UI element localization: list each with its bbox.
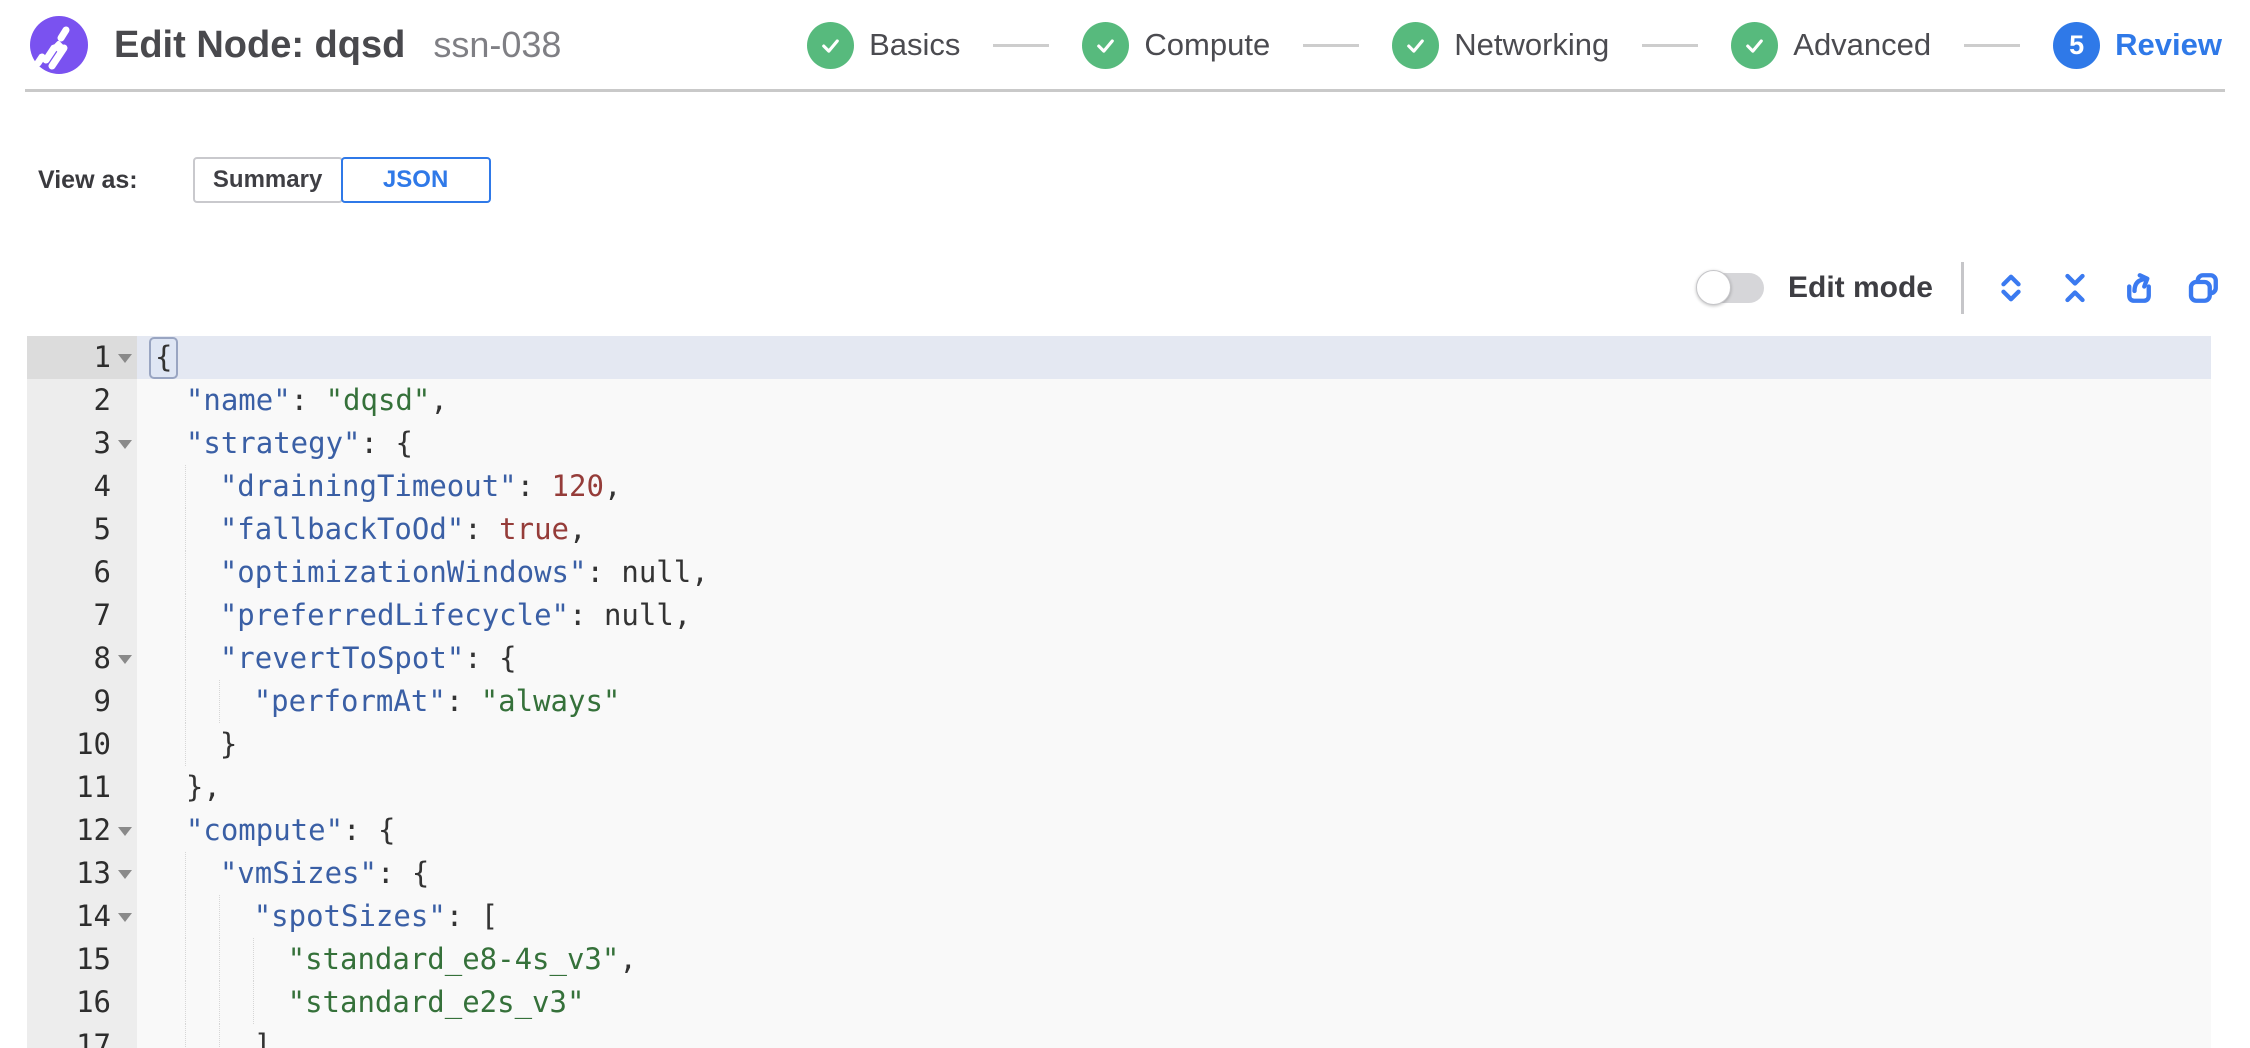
code-line[interactable]: "vmSizes": { (137, 852, 2211, 895)
fold-toggle-icon[interactable] (118, 827, 132, 836)
step-label: Compute (1144, 27, 1271, 62)
edit-mode-label: Edit mode (1787, 271, 1933, 304)
step-label: Advanced (1793, 27, 1932, 62)
editor-line: 10} (27, 723, 2211, 766)
step-number-badge: 5 (2053, 21, 2101, 69)
fold-toggle-icon[interactable] (118, 655, 132, 664)
step-connector (1964, 43, 2021, 47)
header-divider (25, 89, 2225, 92)
editor-line: 12 "compute": { (27, 809, 2211, 852)
step-connector (993, 43, 1050, 47)
code-line[interactable]: "strategy": { (185, 426, 413, 460)
editor-line: 4"drainingTimeout": 120, (27, 465, 2211, 508)
spot-logo-icon (30, 16, 88, 74)
code-line[interactable]: "drainingTimeout": 120, (137, 465, 2211, 508)
code-line[interactable]: "name": "dqsd", (185, 383, 448, 417)
editor-line: 9"performAt": "always" (27, 680, 2211, 723)
toggle-knob (1695, 270, 1731, 305)
editor-line: 13"vmSizes": { (27, 852, 2211, 895)
edit-mode-toggle[interactable] (1695, 270, 1764, 305)
line-number: 10 (27, 723, 137, 766)
wizard-stepper: Basics Compute Networking Advanced 5 Review (785, 21, 2222, 69)
editor-line: 1{ (27, 336, 2211, 379)
step-label: Basics (869, 27, 961, 62)
view-as-control: View as: Summary JSON (38, 157, 491, 203)
step-check-icon (1392, 21, 1440, 69)
step-label: Networking (1454, 27, 1610, 62)
line-number: 1 (27, 336, 137, 379)
editor-line: 17], (27, 1024, 2211, 1048)
collapse-all-icon[interactable] (2056, 269, 2094, 307)
node-id-label: ssn-038 (433, 24, 562, 65)
export-icon[interactable] (2120, 269, 2158, 307)
editor-line: 11}, (27, 766, 2211, 809)
code-line[interactable]: "fallbackToOd": true, (137, 508, 2211, 551)
fold-toggle-icon[interactable] (118, 870, 132, 879)
step-item-networking[interactable]: Networking (1392, 21, 1610, 69)
page-title: Edit Node: dqsd (114, 23, 406, 66)
code-line[interactable]: { (137, 336, 2211, 379)
line-number: 12 (27, 809, 137, 852)
code-line[interactable]: ], (137, 1024, 2211, 1048)
wizard-header: Edit Node: dqsd ssn-038 Basics Compute Net… (0, 0, 2250, 90)
code-line[interactable]: "standard_e2s_v3" (137, 981, 2211, 1024)
line-number: 17 (27, 1024, 137, 1048)
editor-line: 14"spotSizes": [ (27, 895, 2211, 938)
line-number: 11 (27, 766, 137, 809)
code-line[interactable]: "standard_e8-4s_v3", (137, 938, 2211, 981)
line-number: 15 (27, 938, 137, 981)
editor-line: 3 "strategy": { (27, 422, 2211, 465)
line-number: 8 (27, 637, 137, 680)
editor-line: 15"standard_e8-4s_v3", (27, 938, 2211, 981)
code-line[interactable]: }, (185, 770, 221, 804)
view-json-button[interactable]: JSON (340, 157, 491, 203)
json-editor[interactable]: 1{2 "name": "dqsd", 3 "strategy": { 4"draini… (27, 336, 2211, 1048)
editor-actions (1992, 269, 2222, 307)
line-number: 6 (27, 551, 137, 594)
line-number: 4 (27, 465, 137, 508)
step-check-icon (1082, 21, 1130, 69)
view-summary-button[interactable]: Summary (192, 157, 343, 203)
line-number: 5 (27, 508, 137, 551)
copy-icon[interactable] (2184, 269, 2222, 307)
step-item-advanced[interactable]: Advanced (1731, 21, 1932, 69)
step-label: Review (2115, 27, 2222, 62)
fold-toggle-icon[interactable] (118, 440, 132, 449)
editor-toolbar: Edit mode (1695, 258, 2222, 318)
line-number: 2 (27, 379, 137, 422)
code-line[interactable]: "performAt": "always" (137, 680, 2211, 723)
line-number: 16 (27, 981, 137, 1024)
view-as-label: View as: (38, 165, 138, 194)
step-check-icon (807, 21, 855, 69)
editor-line: 16"standard_e2s_v3" (27, 981, 2211, 1024)
line-number: 13 (27, 852, 137, 895)
step-item-basics[interactable]: Basics (807, 21, 961, 69)
line-number: 14 (27, 895, 137, 938)
code-line[interactable]: } (137, 723, 2211, 766)
editor-line: 6"optimizationWindows": null, (27, 551, 2211, 594)
editor-line: 5"fallbackToOd": true, (27, 508, 2211, 551)
line-number: 3 (27, 422, 137, 465)
step-connector (1303, 43, 1360, 47)
code-line[interactable]: "compute": { (185, 813, 396, 847)
editor-line: 7"preferredLifecycle": null, (27, 594, 2211, 637)
code-line[interactable]: "spotSizes": [ (137, 895, 2211, 938)
line-number: 7 (27, 594, 137, 637)
step-check-icon (1731, 21, 1779, 69)
code-line[interactable]: "preferredLifecycle": null, (137, 594, 2211, 637)
step-item-compute[interactable]: Compute (1082, 21, 1271, 69)
line-number: 9 (27, 680, 137, 723)
step-item-review[interactable]: 5 Review (2053, 21, 2222, 69)
code-line[interactable]: "revertToSpot": { (137, 637, 2211, 680)
step-connector (1642, 43, 1699, 47)
expand-all-icon[interactable] (1992, 269, 2030, 307)
code-line[interactable]: "optimizationWindows": null, (137, 551, 2211, 594)
fold-toggle-icon[interactable] (118, 354, 132, 363)
fold-toggle-icon[interactable] (118, 913, 132, 922)
editor-line: 2 "name": "dqsd", (27, 379, 2211, 422)
editor-line: 8"revertToSpot": { (27, 637, 2211, 680)
toolbar-divider (1961, 262, 1964, 314)
